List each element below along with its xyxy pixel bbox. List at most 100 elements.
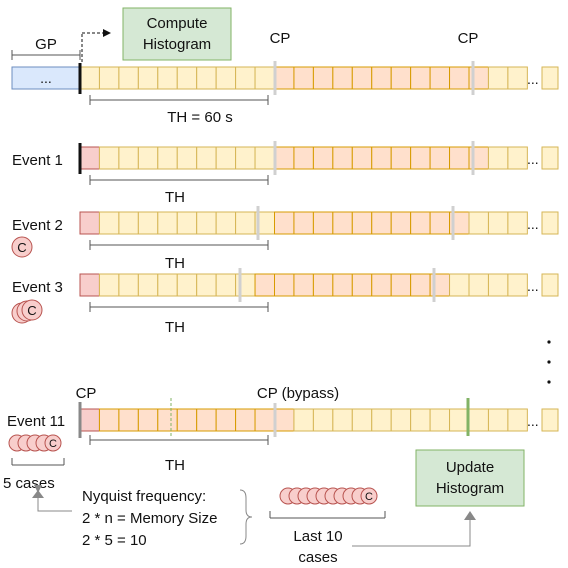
cp-label-top-1: CP xyxy=(270,30,291,47)
compute-histogram-line2: Histogram xyxy=(143,36,211,53)
timeline-cell xyxy=(410,211,431,235)
timeline-cell xyxy=(215,211,237,235)
nyquist-line1: Nyquist frequency: xyxy=(82,488,206,505)
timeline-cell xyxy=(118,211,139,235)
timeline-cell xyxy=(79,66,100,90)
timeline-cell xyxy=(507,273,528,297)
timeline-cell xyxy=(390,146,412,170)
timeline-cell xyxy=(312,211,334,235)
timeline-cell xyxy=(176,66,198,90)
timeline-cell xyxy=(235,66,256,90)
timeline-cell xyxy=(176,408,198,432)
th-label-event1: TH xyxy=(165,189,185,206)
timeline-cell xyxy=(235,408,256,432)
timeline-cell xyxy=(468,211,489,235)
timeline-cell xyxy=(351,273,373,297)
timeline-cell xyxy=(98,66,120,90)
timeline-row-event2: ... xyxy=(79,206,559,240)
th-label-event2: TH xyxy=(165,255,185,272)
update-histogram-box: Update Histogram xyxy=(415,449,525,507)
timeline-cell xyxy=(274,408,295,432)
timeline-cell xyxy=(371,408,392,432)
timeline-cell xyxy=(449,66,470,90)
timeline-cell xyxy=(254,66,276,90)
timeline-cell xyxy=(254,146,276,170)
timeline-cell xyxy=(137,66,159,90)
curly-brace xyxy=(239,489,253,545)
timeline-cell xyxy=(196,211,217,235)
timeline-cell xyxy=(176,211,198,235)
timeline-cell xyxy=(507,66,528,90)
timeline-cell xyxy=(351,211,373,235)
event3-label: Event 3 xyxy=(12,279,63,296)
timeline-cell xyxy=(429,66,451,90)
timeline-cell-tail xyxy=(541,408,559,432)
timeline-cell xyxy=(196,146,217,170)
timeline-cell xyxy=(449,146,470,170)
timeline-row-event11: ... xyxy=(78,398,559,438)
nyquist-line2: 2 * n = Memory Size xyxy=(82,510,217,527)
arrow-head-five-cases xyxy=(32,490,44,498)
timeline-cell xyxy=(215,273,237,297)
timeline-row-gp: ... xyxy=(79,61,559,95)
timeline-cell xyxy=(429,146,451,170)
case-circle xyxy=(360,487,378,505)
timeline-cell xyxy=(390,211,412,235)
timeline-cell xyxy=(487,146,509,170)
timeline-cell xyxy=(332,211,353,235)
timeline-row-event1: ... xyxy=(79,141,559,175)
case-glyph: C xyxy=(17,240,26,255)
timeline-cell xyxy=(371,66,392,90)
timeline-cell xyxy=(371,146,392,170)
case-glyph-last10: C xyxy=(365,491,373,503)
timeline-cell-tail xyxy=(541,273,559,297)
timeline-cell xyxy=(507,408,528,432)
gp-ellipsis: ... xyxy=(40,70,52,86)
five-cases-label: 5 cases xyxy=(3,475,55,492)
timeline-cell xyxy=(118,146,139,170)
case-circle xyxy=(44,434,62,452)
timeline-cell xyxy=(215,408,237,432)
gp-label: GP xyxy=(35,36,57,53)
update-histogram-line2: Histogram xyxy=(436,480,504,497)
th-60-bracket: TH = 60 s xyxy=(89,95,269,126)
timeline-cell xyxy=(98,408,120,432)
case-circles-event3: C xyxy=(11,299,43,324)
timeline-cell xyxy=(215,146,237,170)
timeline-cell xyxy=(137,146,159,170)
timeline-cell xyxy=(410,66,431,90)
timeline-cell xyxy=(429,211,451,235)
timeline-cell xyxy=(235,211,256,235)
timeline-cell xyxy=(312,66,334,90)
row-ellipsis: ... xyxy=(527,71,539,87)
compute-histogram-line1: Compute xyxy=(147,15,208,32)
timeline-cell xyxy=(157,146,178,170)
timeline-cell xyxy=(293,273,314,297)
timeline-cell xyxy=(176,273,198,297)
gp-marker: GP xyxy=(11,36,81,60)
timeline-cell xyxy=(332,66,353,90)
compute-histogram-box: Compute Histogram xyxy=(122,7,232,61)
row-ellipsis: ... xyxy=(527,278,539,294)
th-bracket-event1: TH xyxy=(89,175,269,206)
row-ellipsis: ... xyxy=(527,151,539,167)
cp-bypass-label: CP (bypass) xyxy=(257,385,339,402)
timeline-cell xyxy=(507,146,528,170)
timeline-cell xyxy=(137,408,159,432)
timeline-cell xyxy=(312,146,334,170)
timeline-cell xyxy=(235,146,256,170)
timeline-cell xyxy=(293,146,314,170)
five-cases-bracket: 5 cases xyxy=(3,458,65,492)
timeline-cell xyxy=(196,66,217,90)
timeline-cell xyxy=(79,146,100,170)
timeline-cell xyxy=(371,273,392,297)
timeline-cell xyxy=(410,408,431,432)
timeline-cell xyxy=(118,408,139,432)
timeline-cell xyxy=(390,408,412,432)
timeline-cell xyxy=(79,273,100,297)
timeline-cell xyxy=(274,66,295,90)
timeline-cell xyxy=(487,66,509,90)
event11-label: Event 11 xyxy=(7,413,65,430)
timeline-cell xyxy=(196,408,217,432)
timeline-cell xyxy=(332,146,353,170)
